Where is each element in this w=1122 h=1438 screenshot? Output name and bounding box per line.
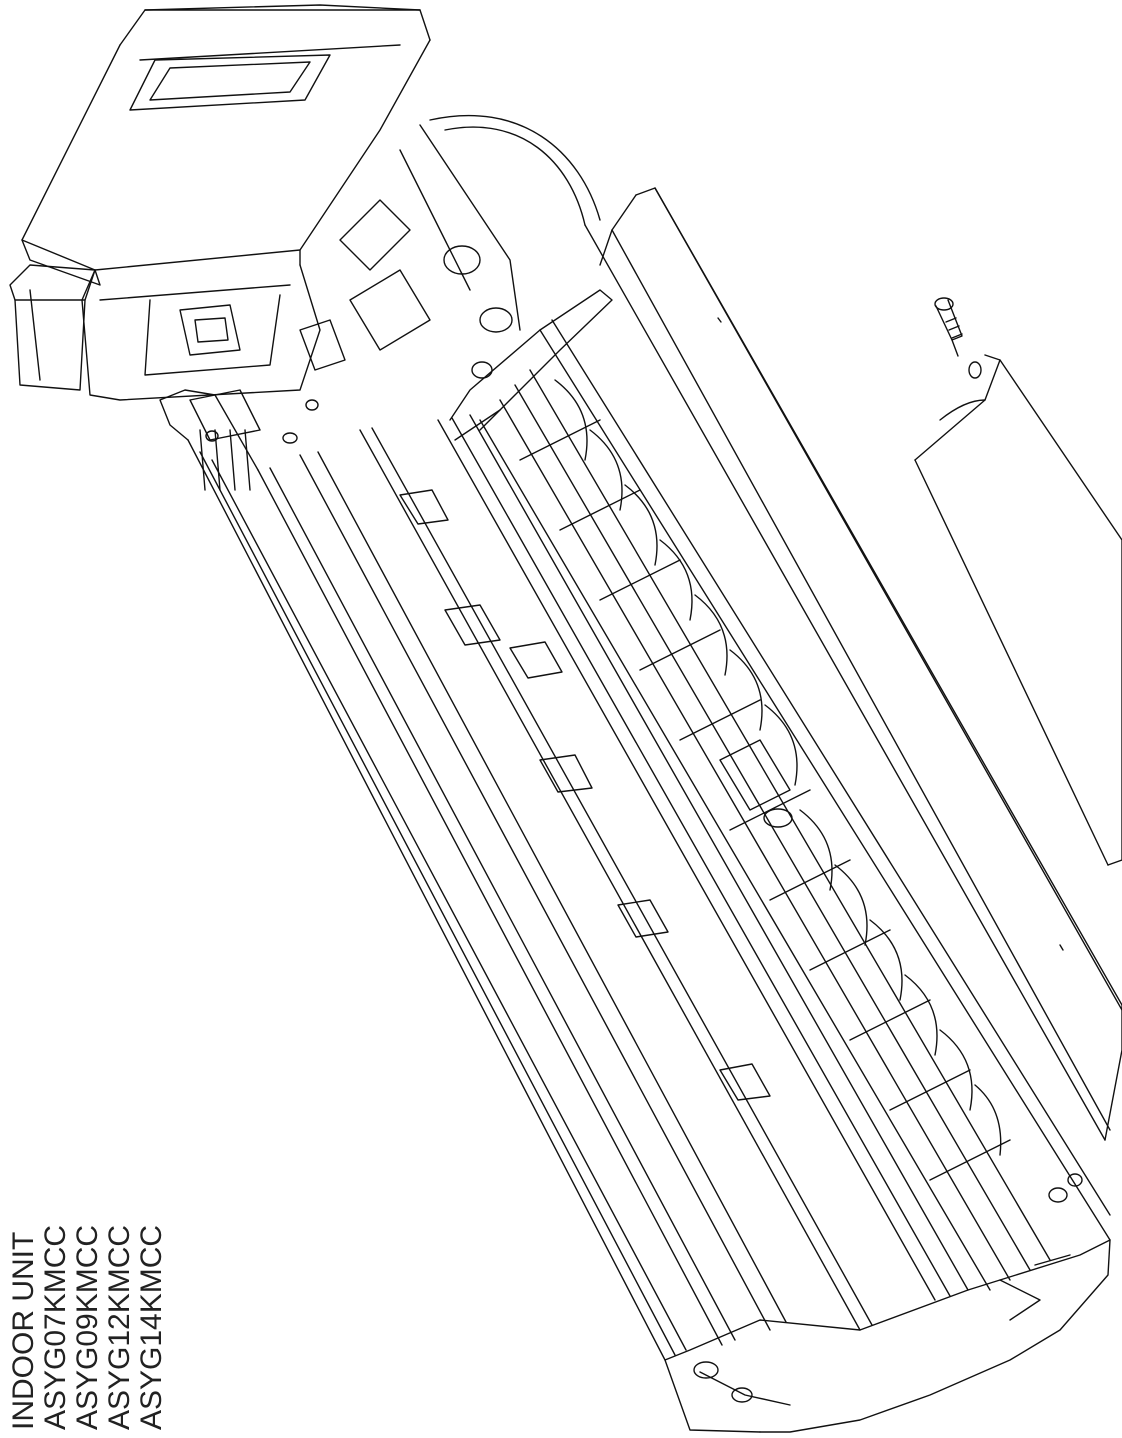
model-caption: INDOOR UNIT ASYG07KMCC ASYG09KMCC ASYG12…	[7, 1224, 168, 1430]
caption-title: INDOOR UNIT	[7, 1231, 40, 1430]
caption-model-1: ASYG07KMCC	[39, 1224, 72, 1430]
caption-model-3: ASYG12KMCC	[103, 1224, 136, 1430]
rear-panel-slots	[400, 490, 770, 1100]
drain-pan-edge	[450, 290, 1070, 1320]
caption-model-2: ASYG09KMCC	[71, 1224, 104, 1430]
fan-grille	[480, 370, 1082, 1290]
piping-assembly	[190, 116, 600, 490]
control-box	[10, 5, 430, 400]
front-panel	[600, 188, 1122, 1140]
side-panel	[915, 355, 1122, 865]
unit-casing	[160, 225, 1110, 1432]
caption-model-4: ASYG14KMCC	[135, 1224, 168, 1430]
screw	[935, 298, 962, 356]
